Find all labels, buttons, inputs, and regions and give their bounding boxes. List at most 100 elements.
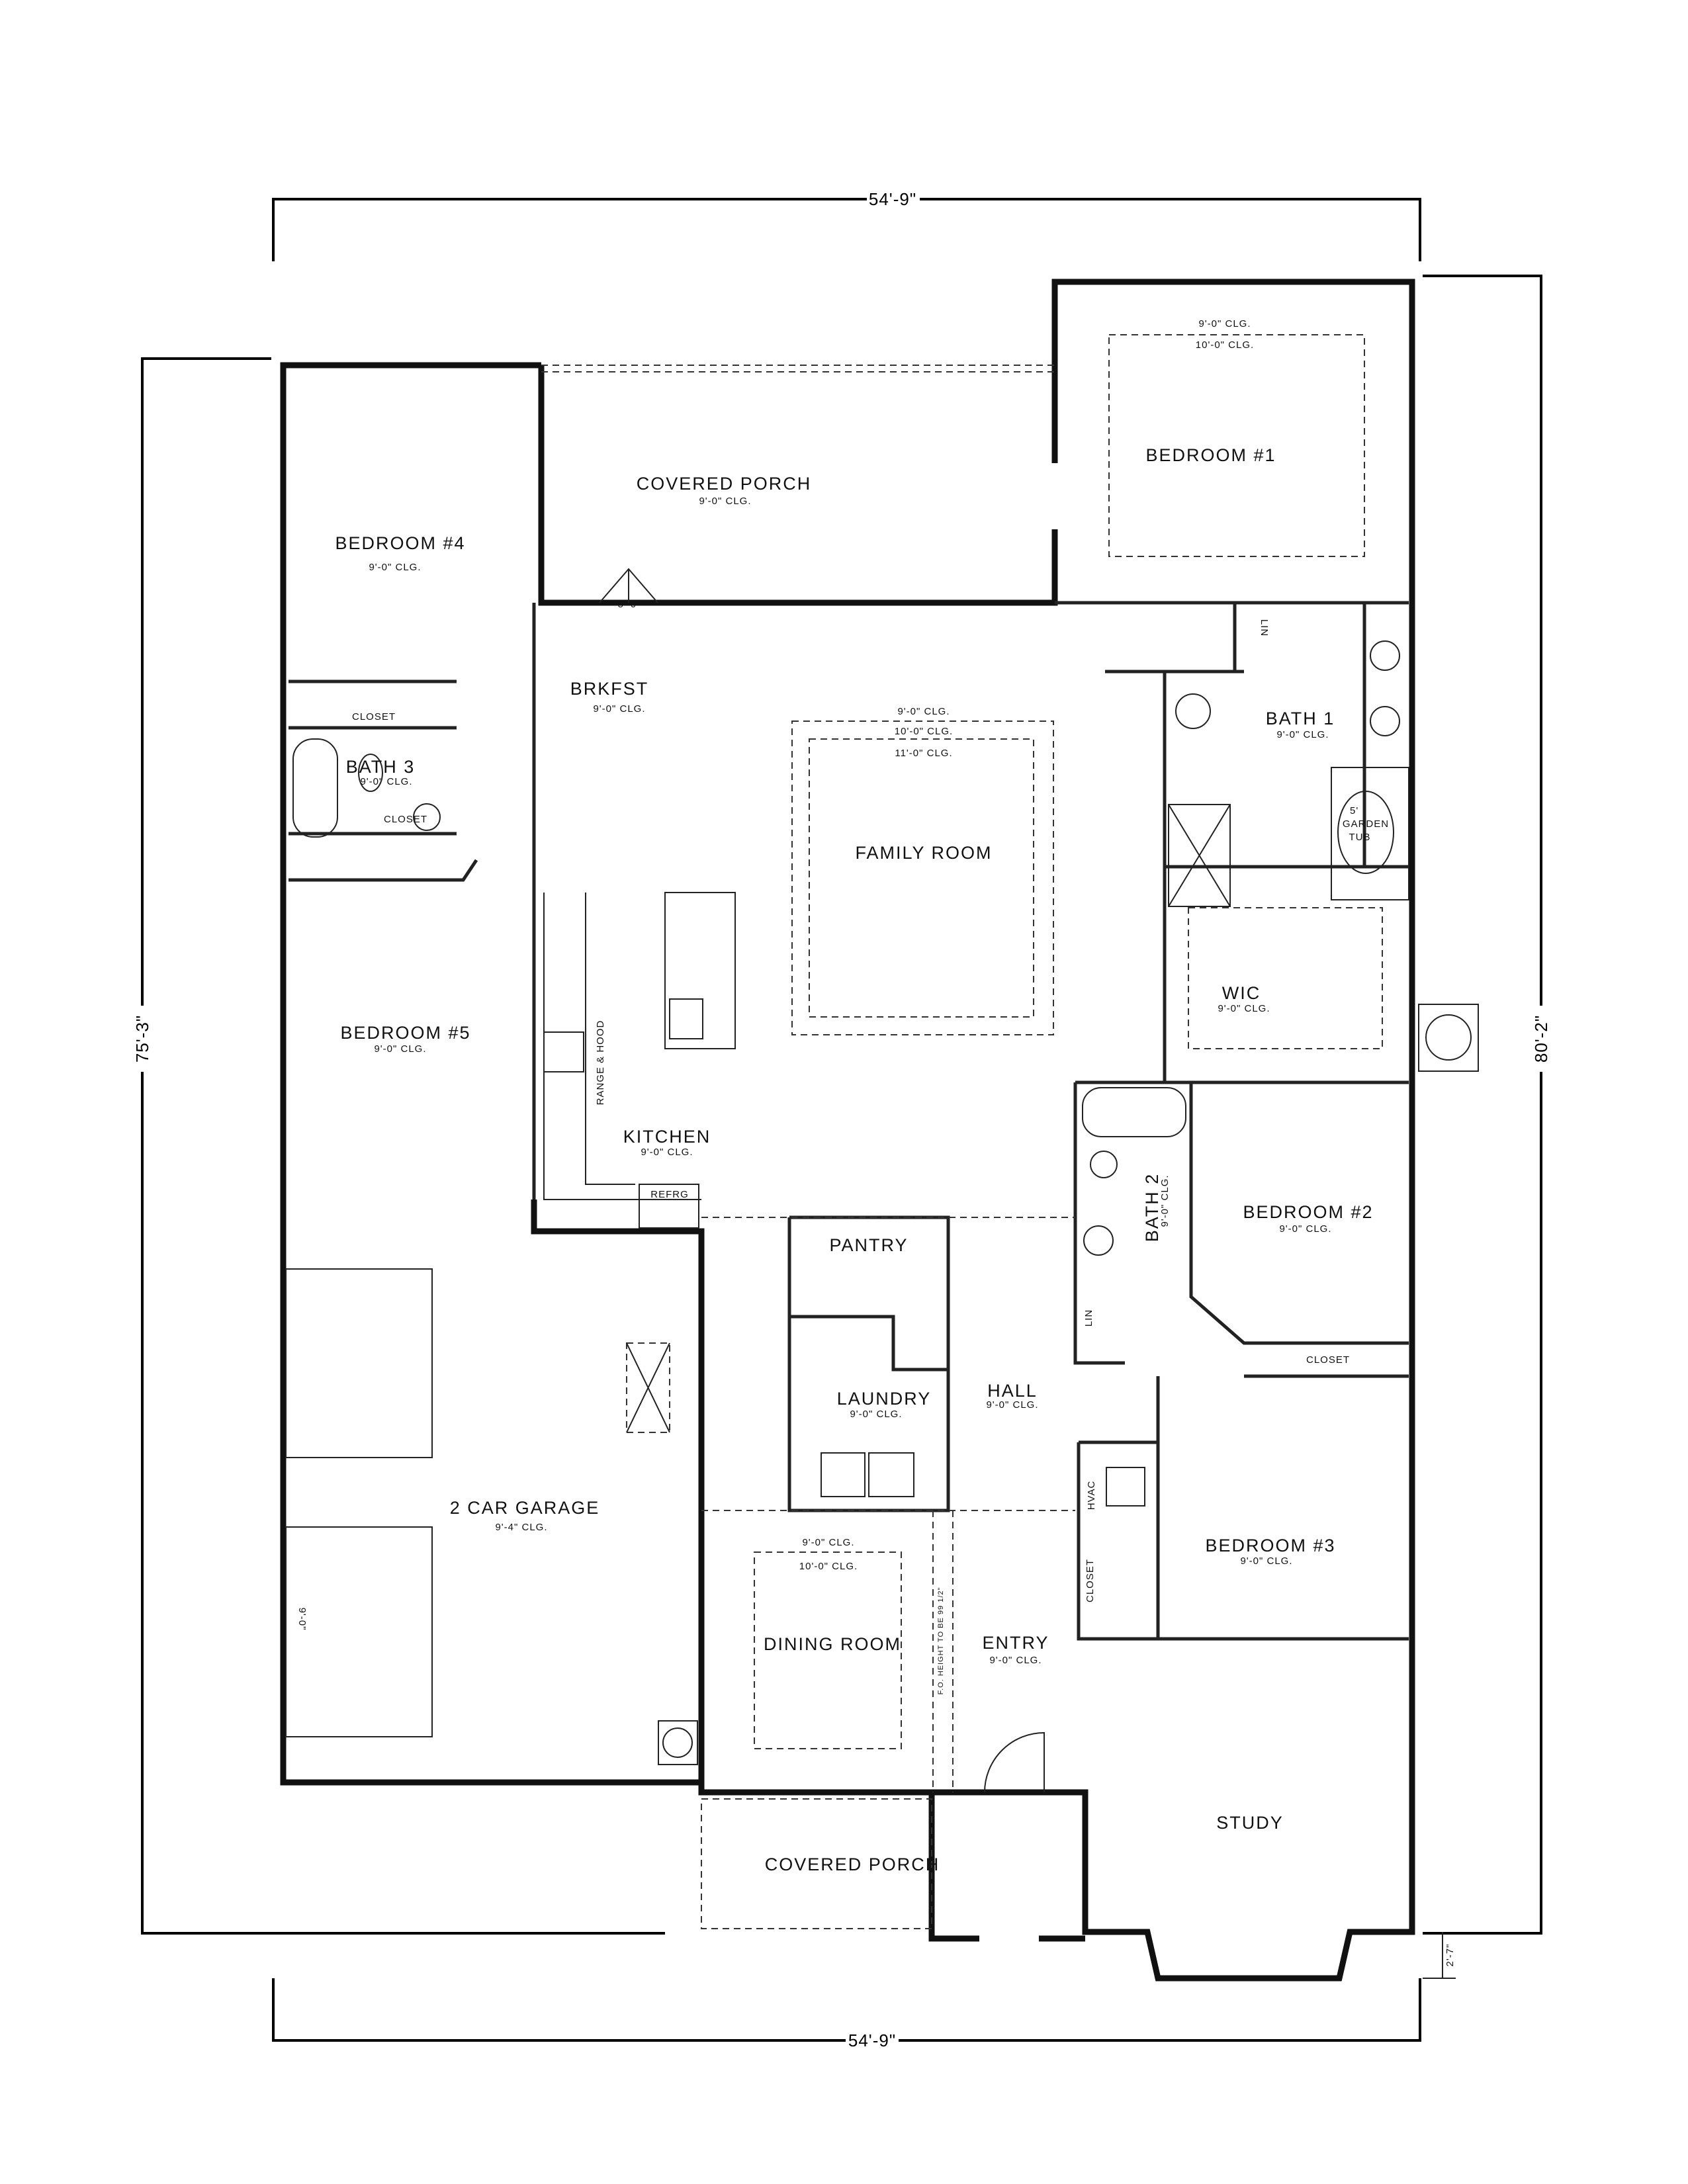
refrigerator-icon — [639, 1184, 699, 1229]
interior-walls — [289, 601, 1409, 1792]
hall-label: HALL — [987, 1381, 1038, 1401]
closet-bed2-label: CLOSET — [1306, 1354, 1350, 1366]
covered-porch-rear-ceiling: 9'-0" CLG. — [699, 496, 751, 507]
entry-ceiling: 9'-0" CLG. — [989, 1655, 1042, 1666]
pantry-label: PANTRY — [829, 1235, 908, 1255]
hvac-label: HVAC — [1086, 1481, 1097, 1510]
bedroom-5-ceiling: 9'-0" CLG. — [374, 1043, 426, 1055]
wic-label: WIC — [1222, 983, 1261, 1003]
bath-3-ceiling: 9'-0" CLG. — [360, 776, 412, 787]
bath-1-label: BATH 1 — [1266, 709, 1335, 728]
family-room-tray-ceiling-2: 11'-0" CLG. — [895, 748, 952, 759]
family-room-label: FAMILY ROOM — [855, 843, 992, 863]
front-porch-outline — [701, 1798, 932, 1929]
brkfst-label: BRKFST — [570, 679, 649, 699]
garage-ceiling: 9'-4" CLG. — [495, 1522, 547, 1533]
wall — [1077, 1376, 1409, 1641]
car-space-1 — [285, 1268, 433, 1458]
dining-room-label: DINING ROOM — [764, 1634, 901, 1654]
kitchen-island — [664, 892, 736, 1049]
tray-ceilings — [754, 334, 1383, 1749]
toilet-icon — [1090, 1151, 1118, 1178]
dining-room-tray — [754, 1551, 902, 1749]
laundry-label: LAUNDRY — [837, 1389, 932, 1409]
water-heater-icon — [658, 1720, 698, 1765]
brkfst-ceiling: 9'-0" CLG. — [593, 703, 645, 715]
closet-bed4-label: CLOSET — [352, 711, 396, 722]
bath-2-ceiling: 9'-0" CLG. — [1159, 1174, 1171, 1227]
dryer-icon — [868, 1452, 914, 1497]
family-room-ceiling: 9'-0" CLG. — [897, 706, 950, 717]
bath-3-label: BATH 3 — [346, 757, 416, 777]
attic-hatch-icon — [626, 1342, 670, 1433]
hall-ceiling: 9'-0" CLG. — [986, 1399, 1038, 1411]
wall — [1073, 1080, 1409, 1378]
covered-porch-front-label: COVERED PORCH — [765, 1855, 940, 1874]
fo-height-note: F.O. HEIGHT TO BE 99 1/2" — [937, 1587, 945, 1695]
top-dimension: 54'-9" — [869, 189, 916, 209]
bedroom-2-label: BEDROOM #2 — [1243, 1202, 1373, 1222]
fixtures — [285, 568, 1479, 1793]
dining-room-ceiling: 9'-0" CLG. — [802, 1537, 854, 1548]
top-dimension-line — [272, 198, 1421, 261]
bath-2-label: BATH 2 — [1142, 1173, 1162, 1243]
range-hood-label: RANGE & HOOD — [595, 1020, 606, 1106]
sink-icon — [413, 803, 441, 831]
bedroom-3-label: BEDROOM #3 — [1205, 1536, 1335, 1555]
bath-1-ceiling: 9'-0" CLG. — [1276, 729, 1329, 740]
rear-porch-walls — [538, 365, 1058, 606]
toilet-icon — [358, 754, 383, 792]
garden-tub-label-1: 5' — [1350, 805, 1358, 816]
hvac-unit-icon — [1106, 1467, 1145, 1507]
porch-door-icon — [599, 568, 658, 603]
family-room-tray-ceiling: 10'-0" CLG. — [895, 726, 953, 737]
dimension-lines: 54'-9" 54'-9" 75'-3" 80'-2" 2'-7" — [132, 189, 1552, 2051]
lin-bath2-label: LIN — [1083, 1309, 1094, 1327]
study-offset-dimension: 2'-7" — [1444, 1944, 1456, 1967]
bedroom-4-label: BEDROOM #4 — [335, 533, 465, 553]
refrigerator-label: REFRG — [650, 1189, 689, 1200]
bathtub-icon — [292, 738, 338, 838]
right-dimension: 80'-2" — [1531, 1015, 1551, 1063]
sink-icon — [1370, 706, 1400, 736]
covered-porch-rear-label: COVERED PORCH — [637, 474, 812, 494]
bedroom-1-and-right-wall — [531, 279, 1415, 1982]
beam-line — [701, 1217, 1075, 1792]
garden-tub-label-2: GARDEN — [1343, 818, 1389, 830]
family-room-tray-inner — [809, 738, 1034, 1018]
porch-door-dimension: 5'-0" — [618, 599, 641, 610]
kitchen-ceiling: 9'-0" CLG. — [641, 1147, 693, 1158]
study-label: STUDY — [1216, 1813, 1284, 1833]
bedroom-5-label: BEDROOM #5 — [340, 1023, 470, 1043]
porch-step-wall — [928, 1792, 1085, 1942]
garden-tub-enclosure — [1331, 767, 1409, 900]
bedroom-2-ceiling: 9'-0" CLG. — [1279, 1223, 1331, 1235]
bedroom-3-ceiling: 9'-0" CLG. — [1240, 1555, 1292, 1567]
bedroom-1-ceiling: 9'-0" CLG. — [1198, 318, 1251, 329]
closet-bed5-label: CLOSET — [384, 814, 427, 825]
sink-icon — [1083, 1225, 1114, 1256]
bathtub-icon — [1082, 1087, 1186, 1137]
room-labels: COVERED PORCH 9'-0" CLG. BEDROOM #4 9'-0… — [296, 318, 1389, 1874]
garden-tub-icon — [1337, 791, 1394, 874]
laundry-ceiling: 9'-0" CLG. — [850, 1409, 902, 1420]
garden-tub-label-3: TUB — [1349, 832, 1371, 843]
bedroom-4-5-outer-wall — [280, 362, 701, 1786]
wall — [289, 679, 478, 882]
exterior-walls — [280, 279, 1415, 1982]
bedroom-1-tray-ceiling: 10'-0" CLG. — [1196, 339, 1254, 351]
car-space-2 — [285, 1526, 433, 1737]
left-dimension: 75'-3" — [132, 1015, 152, 1063]
washer-icon — [821, 1452, 866, 1497]
bottom-dimension: 54'-9" — [848, 2031, 896, 2050]
kitchen-sink-icon — [669, 998, 703, 1039]
closet-bed3-label: CLOSET — [1085, 1559, 1096, 1602]
rear-porch-beam — [541, 365, 1055, 372]
sink-icon — [1370, 640, 1400, 671]
right-dimension-line — [1423, 275, 1542, 1935]
dining-room-tray-ceiling: 10'-0" CLG. — [799, 1561, 858, 1572]
family-room-tray-outer — [791, 721, 1054, 1035]
wic-ceiling: 9'-0" CLG. — [1218, 1003, 1270, 1014]
wic-shelf-outline — [1188, 907, 1383, 1049]
